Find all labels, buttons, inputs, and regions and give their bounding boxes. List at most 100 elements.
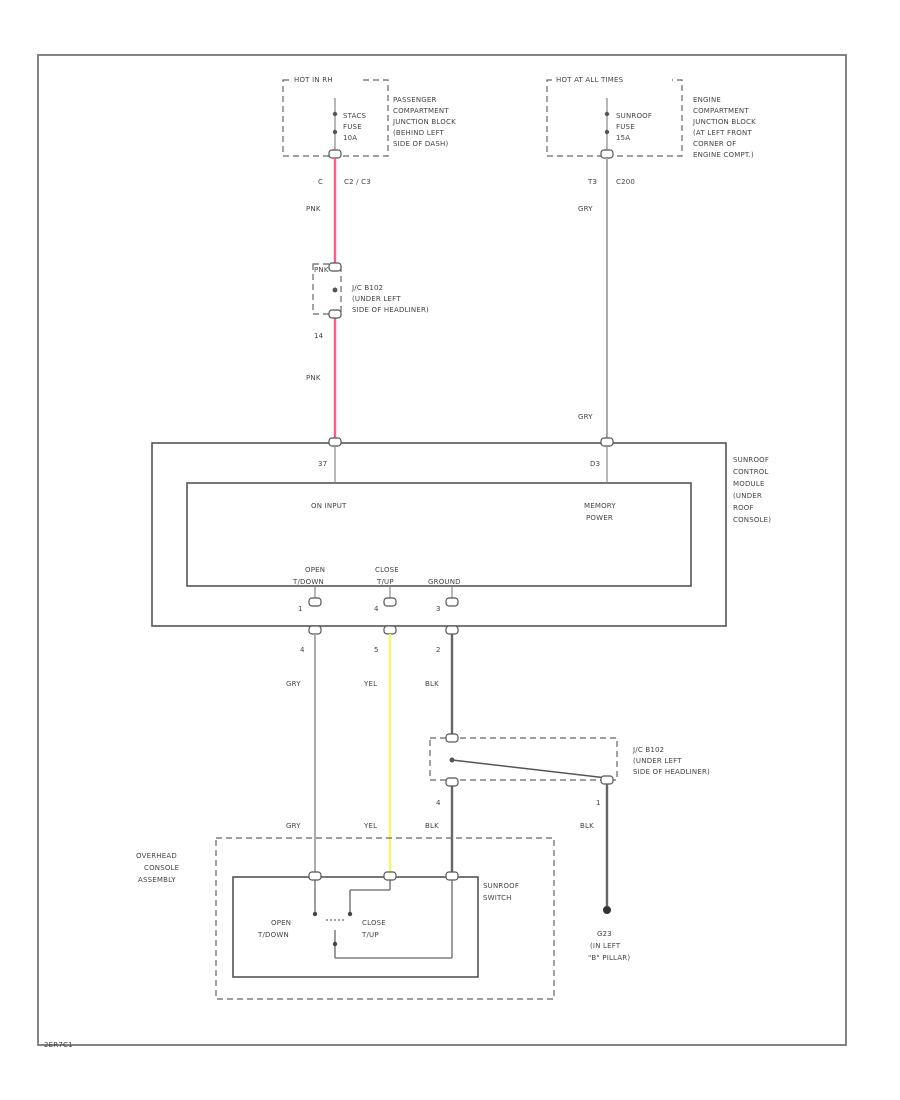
module-pin-left-connector [328, 437, 342, 447]
console-wire-close-label: YEL [363, 822, 377, 830]
right-fuse-location-4: (AT LEFT FRONT [693, 129, 752, 137]
module-pin-right: D3 [590, 460, 600, 468]
module-pin-open: 1 [298, 605, 303, 613]
module-input-right-1: MEMORY [584, 502, 616, 510]
switch-close-label-1: CLOSE [362, 919, 386, 927]
console-name-3: ASSEMBLY [138, 876, 176, 884]
left-splice-label-1: J/C B102 [351, 284, 383, 292]
module-ground-connector [445, 597, 459, 607]
switch-ground-connector [445, 871, 459, 881]
right-fuse-connector [600, 149, 614, 159]
figure-id: 2ER7C1 [44, 1041, 73, 1049]
ground-splice-name-1: J/C B102 [632, 746, 664, 754]
ground-point [603, 906, 611, 914]
right-fuse-location-3: JUNCTION BLOCK [692, 118, 756, 126]
left-fuse-box: HOT IN RH STACS FUSE 10A PASSENGER COMPA… [282, 76, 456, 157]
module-open-connector [308, 597, 322, 607]
lower-pin-close: 5 [374, 646, 379, 654]
left-fuse-connector [328, 149, 342, 159]
right-top-pin: T3 [587, 178, 597, 186]
gray-wire-right-upper-label: GRY [578, 205, 593, 213]
right-top-connector: C200 [616, 178, 635, 186]
ground-splice-node [449, 757, 455, 763]
module-input-right-2: POWER [586, 514, 613, 522]
module-pin-left: 37 [318, 460, 327, 468]
left-splice-name: PNK [314, 266, 329, 274]
ground-splice-pin-b: 1 [596, 799, 601, 807]
console-wire-open-label: GRY [286, 822, 301, 830]
left-fuse-label-1: STACS [343, 112, 367, 120]
module-out-close-2: T/UP [376, 578, 394, 586]
right-fuse-label-1: SUNROOF [616, 112, 652, 120]
ground-splice-box [429, 737, 618, 781]
lower-wire-ground-label: BLK [425, 680, 439, 688]
module-name-5: ROOF [733, 504, 754, 512]
switch-open-contact [312, 911, 318, 917]
ground-label-3: "B" PILLAR) [588, 954, 630, 962]
diagram-frame [37, 54, 847, 1046]
left-fuse-location-5: SIDE OF DASH) [393, 140, 448, 148]
left-fuse-location-2: COMPARTMENT [393, 107, 449, 115]
ground-splice-name-2: (UNDER LEFT [633, 757, 682, 765]
right-hot-label: HOT AT ALL TIMES [556, 76, 624, 84]
ground-splice-connector-top [445, 733, 459, 743]
module-inner-box [186, 482, 692, 587]
right-fuse-symbol [604, 98, 610, 150]
left-fuse-location-4: (BEHIND LEFT [393, 129, 445, 137]
left-fuse-location-1: PASSENGER [393, 96, 437, 104]
module-pin-right-connector [600, 437, 614, 447]
lower-pin-ground: 2 [436, 646, 441, 654]
left-splice-label-3: SIDE OF HEADLINER) [352, 306, 429, 314]
right-fuse-location-6: ENGINE COMPT.) [693, 151, 754, 159]
module-out-ground: GROUND [428, 578, 461, 586]
console-name-1: OVERHEAD [136, 852, 177, 860]
sunroof-switch [232, 876, 479, 978]
switch-close-contact [347, 911, 353, 917]
right-fuse-location-2: COMPARTMENT [693, 107, 749, 115]
module-name-2: CONTROL [733, 468, 769, 476]
module-name-4: (UNDER [733, 492, 762, 500]
right-fuse-label-2: FUSE [616, 123, 635, 131]
lower-wire-close-label: YEL [363, 680, 377, 688]
module-out-close-1: CLOSE [375, 566, 399, 574]
left-fuse-label-3: 10A [343, 134, 357, 142]
switch-open-label-1: OPEN [271, 919, 291, 927]
left-fuse-symbol [332, 98, 338, 150]
lower-wire-open-label: GRY [286, 680, 301, 688]
module-pin-ground: 3 [436, 605, 441, 613]
console-wire-ground-label: BLK [425, 822, 439, 830]
left-top-pin: C [318, 178, 323, 186]
pink-wire-lower-label: PNK [306, 374, 321, 382]
module-out-open-1: OPEN [305, 566, 325, 574]
switch-close-label-2: T/UP [361, 931, 379, 939]
left-mid-pin: 14 [314, 332, 324, 340]
module-pin-close: 4 [374, 605, 379, 613]
lower-open-connector [308, 625, 322, 635]
left-splice-label-2: (UNDER LEFT [352, 295, 401, 303]
sunroof-control-module [151, 442, 727, 627]
switch-open-connector [308, 871, 322, 881]
module-out-open-2: T/DOWN [292, 578, 324, 586]
module-input-left: ON INPUT [311, 502, 347, 510]
left-fuse-location-3: JUNCTION BLOCK [392, 118, 456, 126]
lower-close-connector [383, 625, 397, 635]
right-fuse-location-1: ENGINE [693, 96, 721, 104]
right-fuse-label-3: 15A [616, 134, 630, 142]
ground-splice-connector-bottom [445, 777, 459, 787]
right-fuse-location-5: CORNER OF [693, 140, 736, 148]
ground-label-2: (IN LEFT [590, 942, 621, 950]
module-name-3: MODULE [733, 480, 765, 488]
left-hot-label: HOT IN RH [294, 76, 333, 84]
module-close-connector [383, 597, 397, 607]
console-name-2: CONSOLE [144, 864, 179, 872]
left-splice: PNK [312, 262, 342, 319]
switch-close-connector [383, 871, 397, 881]
switch-open-label-2: T/DOWN [257, 931, 289, 939]
ground-splice-connector-right [600, 775, 614, 785]
right-fuse-box: HOT AT ALL TIMES SUNROOF FUSE 15A ENGINE… [546, 76, 756, 159]
lower-ground-connector [445, 625, 459, 635]
module-name-1: SUNROOF [733, 456, 769, 464]
switch-common-contact [332, 941, 338, 947]
pink-wire-upper-label: PNK [306, 205, 321, 213]
